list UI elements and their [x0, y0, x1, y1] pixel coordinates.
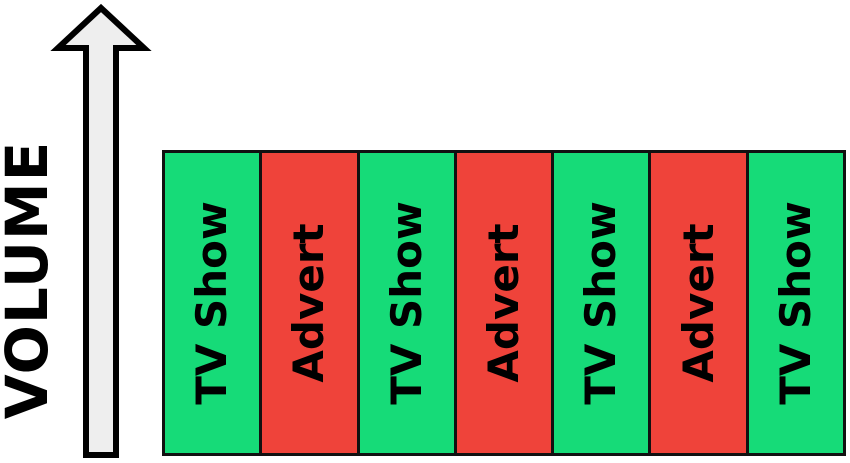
block-label: TV Show: [187, 201, 237, 405]
timeline-block-advert: Advert: [259, 150, 360, 456]
timeline-block-tv-show: TV Show: [551, 150, 652, 456]
block-label: Advert: [673, 223, 723, 383]
block-label: Advert: [284, 223, 334, 383]
block-label: TV Show: [576, 201, 626, 405]
timeline-block-tv-show: TV Show: [162, 150, 263, 456]
block-label: TV Show: [770, 201, 820, 405]
volume-axis-label: VOLUME: [0, 140, 61, 420]
block-label: Advert: [478, 223, 528, 383]
program-timeline: TV Show Advert TV Show Advert TV Show Ad…: [162, 150, 846, 456]
timeline-block-tv-show: TV Show: [745, 150, 846, 456]
timeline-block-advert: Advert: [453, 150, 555, 456]
timeline-block-tv-show: TV Show: [356, 150, 457, 456]
block-label: TV Show: [381, 201, 431, 405]
up-arrow-icon: [50, 3, 152, 458]
timeline-block-advert: Advert: [648, 150, 749, 456]
